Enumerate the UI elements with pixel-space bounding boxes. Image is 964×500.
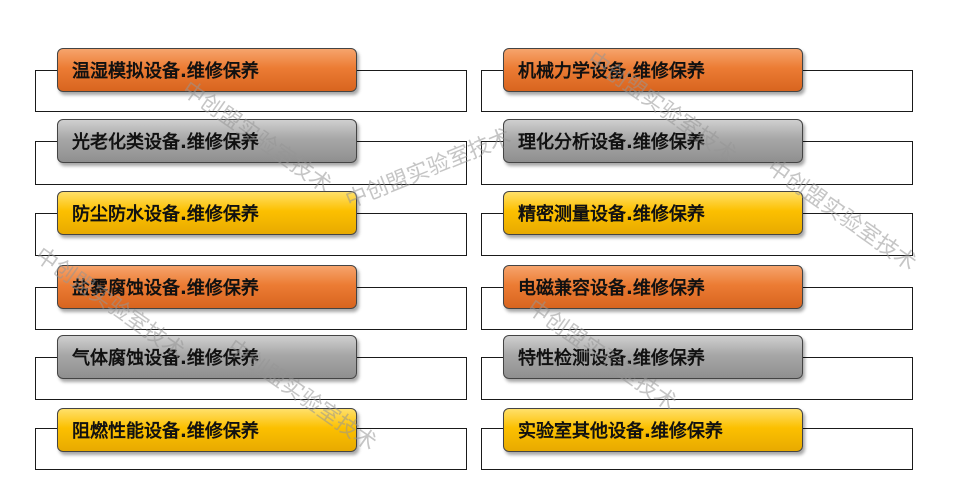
item-label: 防尘防水设备.维修保养 xyxy=(57,191,357,235)
item-label: 精密测量设备.维修保养 xyxy=(503,191,803,235)
item-label: 阻燃性能设备.维修保养 xyxy=(57,408,357,452)
item-label: 盐雾腐蚀设备.维修保养 xyxy=(57,265,357,309)
item-label: 电磁兼容设备.维修保养 xyxy=(503,265,803,309)
item-label: 特性检测设备.维修保养 xyxy=(503,335,803,379)
item-label: 温湿模拟设备.维修保养 xyxy=(57,48,357,92)
item-label: 机械力学设备.维修保养 xyxy=(503,48,803,92)
item-label: 气体腐蚀设备.维修保养 xyxy=(57,335,357,379)
item-label: 实验室其他设备.维修保养 xyxy=(503,408,803,452)
item-label: 理化分析设备.维修保养 xyxy=(503,119,803,163)
item-label: 光老化类设备.维修保养 xyxy=(57,119,357,163)
